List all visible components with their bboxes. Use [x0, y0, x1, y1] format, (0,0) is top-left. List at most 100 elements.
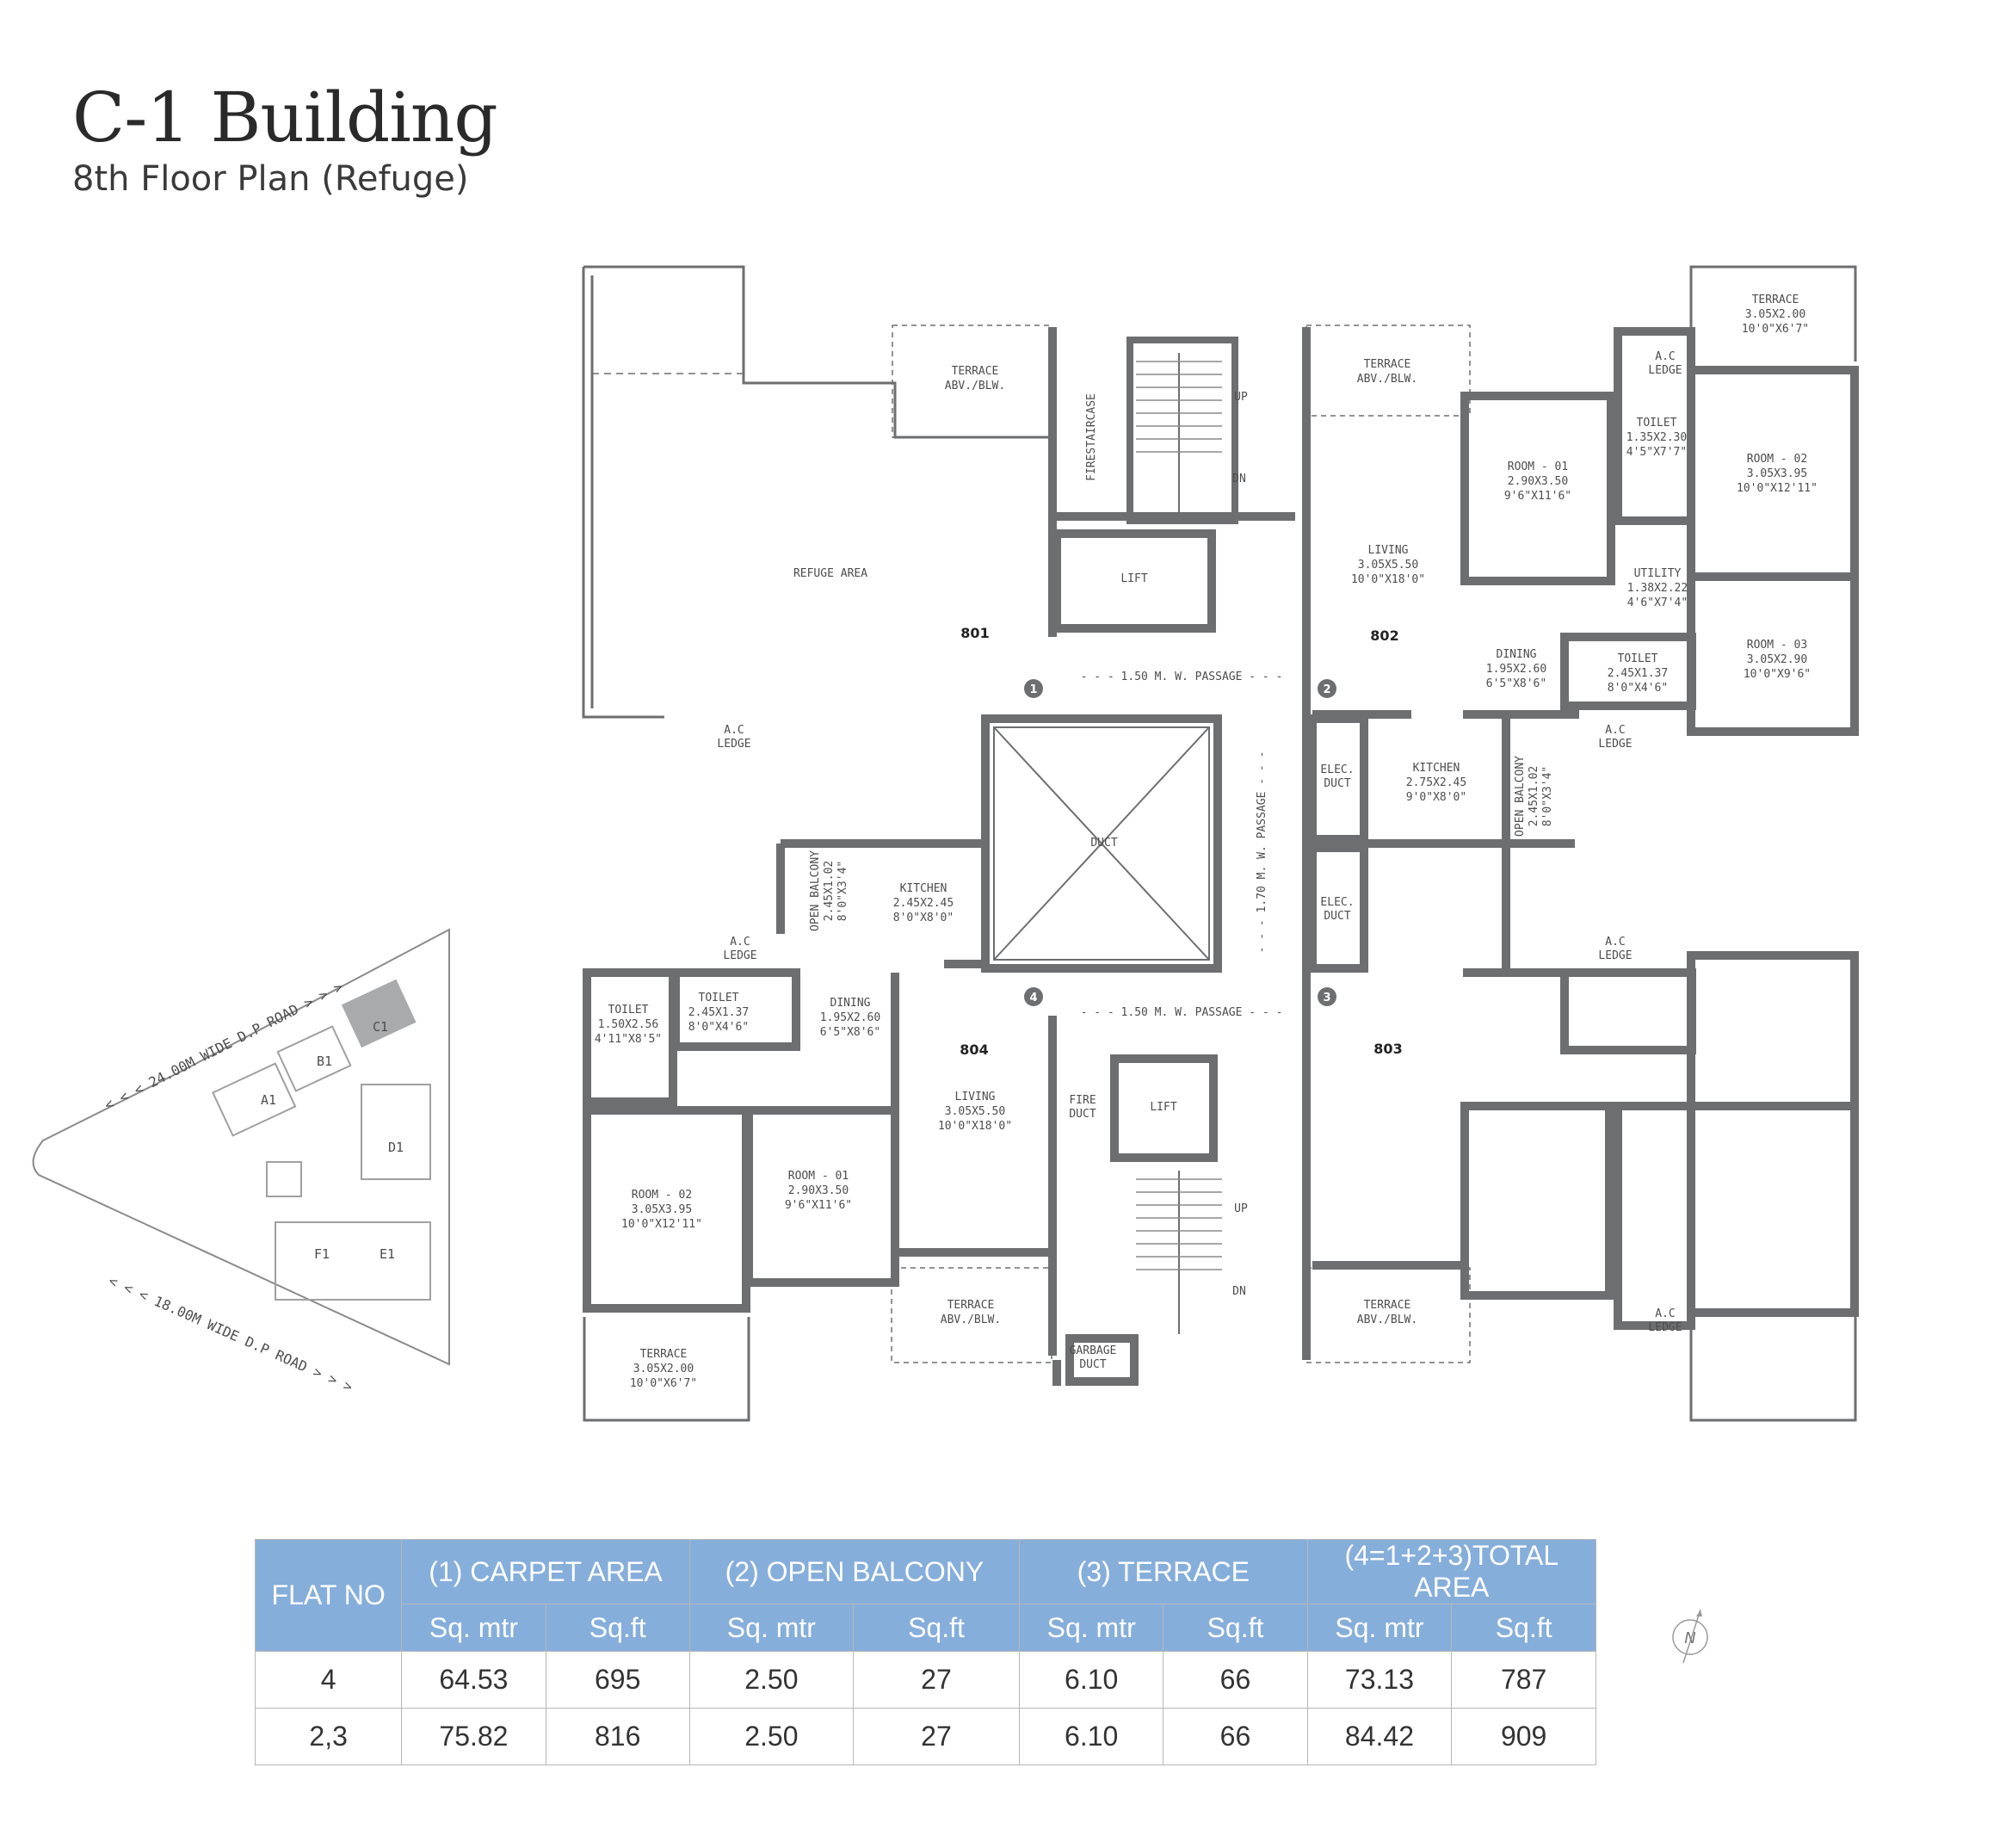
terrace-804-size: 3.05X2.00: [633, 1363, 694, 1375]
cell-carpet-sqm: 75.82: [401, 1708, 546, 1765]
flat-803-label: 803: [1373, 1041, 1402, 1057]
room02-804-imperial: 10'0"X12'11": [621, 1218, 702, 1231]
living-802-label: LIVING: [1368, 544, 1409, 557]
site-label-c1: C1: [373, 1019, 388, 1035]
terrace-abv-803-sub: ABV./BLW.: [1357, 1313, 1417, 1326]
room03-802-size: 3.05X2.90: [1747, 653, 1807, 666]
area-table: FLAT NO (1) CARPET AREA (2) OPEN BALCONY…: [254, 1539, 1597, 1765]
site-label-f1: F1: [314, 1246, 330, 1262]
terrace-abv-802-sub: ABV./BLW.: [1357, 373, 1417, 386]
room03-802-label: ROOM - 03: [1747, 639, 1807, 652]
ac-ledge-804-sub: LEDGE: [723, 949, 756, 962]
site-label-d1: D1: [388, 1140, 404, 1155]
terrace-abv-801-label: TERRACE: [952, 365, 999, 378]
area-table-header-row: FLAT NO (1) CARPET AREA (2) OPEN BALCONY…: [254, 1539, 1597, 1652]
kitchen-802-imperial: 9'0"X8'0": [1406, 791, 1466, 804]
unit-total-sqft: Sq.ft: [1451, 1604, 1596, 1652]
header-terrace: (3) TERRACE: [1019, 1539, 1308, 1604]
dining-802-size: 1.95X2.60: [1486, 663, 1546, 676]
refuge-area-label: REFUGE AREA: [793, 567, 867, 580]
room02-802-size: 3.05X3.95: [1747, 467, 1807, 480]
fire-staircase-label: FIRESTAIRCASE: [1085, 393, 1098, 481]
cell-terrace-sqft: 66: [1163, 1708, 1308, 1765]
unit-carpet-sqm: Sq. mtr: [401, 1604, 546, 1652]
cell-flat-no: 4: [254, 1651, 403, 1709]
terrace-804-imperial: 10'0"X6'7": [630, 1377, 697, 1390]
room02-802-label: ROOM - 02: [1747, 453, 1807, 466]
cell-balcony-sqm: 2.50: [688, 1651, 854, 1709]
ac-ledge-803a-sub: LEDGE: [1598, 949, 1632, 962]
stair-dn-bottom: DN: [1232, 1285, 1246, 1298]
ac-ledge-802a-label: A.C: [1655, 350, 1675, 363]
toilet-804a-size: 1.50X2.56: [598, 1018, 658, 1031]
ac-ledge-802a-sub: LEDGE: [1648, 364, 1682, 377]
balcony-802-imperial: 8'0"X3'4": [1541, 766, 1554, 826]
toilet-802a-imperial: 4'5"X7'7": [1626, 446, 1687, 459]
area-table-unit-row: Sq. mtr Sq.ft Sq. mtr Sq.ft Sq. mtr Sq.f…: [256, 1604, 1596, 1652]
unit-total-sqm: Sq. mtr: [1306, 1604, 1453, 1652]
plan-duct: [993, 353, 1210, 1334]
passage-bottom-label: - - - 1.50 M. W. PASSAGE - - -: [1081, 1006, 1283, 1019]
cell-carpet-sqft: 695: [545, 1651, 690, 1709]
cell-terrace-sqm: 6.10: [1019, 1651, 1164, 1709]
room01-804-size: 2.90X3.50: [788, 1184, 849, 1197]
plan-walls: [583, 327, 1859, 1386]
fire-duct-label: FIRE: [1069, 1094, 1096, 1107]
entry-marker-2: 2: [1323, 683, 1330, 696]
north-compass-icon: N: [1672, 1609, 1708, 1664]
balcony-802-size: 2.45X1.02: [1528, 766, 1540, 826]
site-label-b1: B1: [317, 1054, 332, 1069]
room01-802-label: ROOM - 01: [1508, 460, 1568, 473]
cell-carpet-sqft: 816: [545, 1708, 690, 1765]
room02-802-imperial: 10'0"X12'11": [1737, 482, 1818, 495]
dining-804-imperial: 6'5"X8'6": [820, 1026, 880, 1039]
entry-marker-4: 4: [1029, 992, 1037, 1004]
elec-duct-top-sub: DUCT: [1324, 777, 1350, 790]
balcony-804-imperial: 8'0"X3'4": [836, 861, 849, 921]
living-802-size: 3.05X5.50: [1358, 559, 1418, 572]
balcony-804-label: OPEN BALCONY: [809, 850, 822, 931]
compass-north-label: N: [1684, 1629, 1695, 1647]
toilet-802b-imperial: 8'0"X4'6": [1608, 682, 1668, 695]
balcony-802-label: OPEN BALCONY: [1514, 756, 1527, 837]
cell-total-sqm: 84.42: [1306, 1708, 1453, 1765]
flat-804-label: 804: [960, 1041, 988, 1058]
header-carpet-area: (1) CARPET AREA: [401, 1539, 690, 1604]
ac-ledge-802b-label: A.C: [1605, 724, 1625, 737]
room02-804-size: 3.05X3.95: [632, 1203, 692, 1216]
unit-balcony-sqm: Sq. mtr: [688, 1604, 854, 1652]
cell-flat-no: 2,3: [254, 1708, 403, 1765]
table-row: 4 64.53 695 2.50 27 6.10 66 73.13 787: [254, 1651, 1596, 1709]
flat-801-label: 801: [960, 625, 989, 641]
toilet-802a-label: TOILET: [1637, 417, 1677, 430]
header-total-area: (4=1+2+3)TOTAL AREA: [1306, 1539, 1597, 1604]
living-804-label: LIVING: [955, 1091, 996, 1103]
room01-804-imperial: 9'6"X11'6": [785, 1199, 852, 1212]
entry-marker-1: 1: [1029, 683, 1037, 696]
cell-total-sqft: 909: [1451, 1708, 1596, 1765]
cell-carpet-sqm: 64.53: [401, 1651, 546, 1709]
unit-carpet-sqft: Sq.ft: [545, 1604, 690, 1652]
cell-terrace-sqm: 6.10: [1019, 1708, 1164, 1765]
kitchen-804-size: 2.45X2.45: [893, 897, 954, 910]
terrace-802-imperial: 10'0"X6'7": [1742, 323, 1809, 336]
room03-802-imperial: 10'0"X9'6": [1744, 668, 1811, 681]
room02-804-label: ROOM - 02: [632, 1189, 692, 1202]
terrace-abv-804-sub: ABV./BLW.: [941, 1313, 1001, 1326]
ac-ledge-801-label: A.C: [724, 724, 744, 737]
elec-duct-bottom-sub: DUCT: [1324, 910, 1350, 923]
dining-804-label: DINING: [830, 997, 871, 1010]
road-bottom-label: < < < 18.00M WIDE D.P ROAD > > >: [106, 1272, 355, 1395]
kitchen-802-label: KITCHEN: [1413, 762, 1460, 775]
terrace-abv-804-label: TERRACE: [947, 1299, 995, 1312]
ac-ledge-802b-sub: LEDGE: [1598, 738, 1632, 751]
ac-ledge-803b-sub: LEDGE: [1648, 1321, 1682, 1334]
toilet-804b-imperial: 8'0"X4'6": [688, 1021, 749, 1034]
page-title: C-1 Building: [72, 77, 498, 158]
terrace-804-label: TERRACE: [640, 1348, 688, 1361]
stair-up-bottom: UP: [1234, 1202, 1248, 1215]
cell-total-sqm: 73.13: [1306, 1651, 1453, 1709]
cell-balcony-sqft: 27: [852, 1708, 1021, 1765]
toilet-804a-label: TOILET: [608, 1004, 649, 1017]
